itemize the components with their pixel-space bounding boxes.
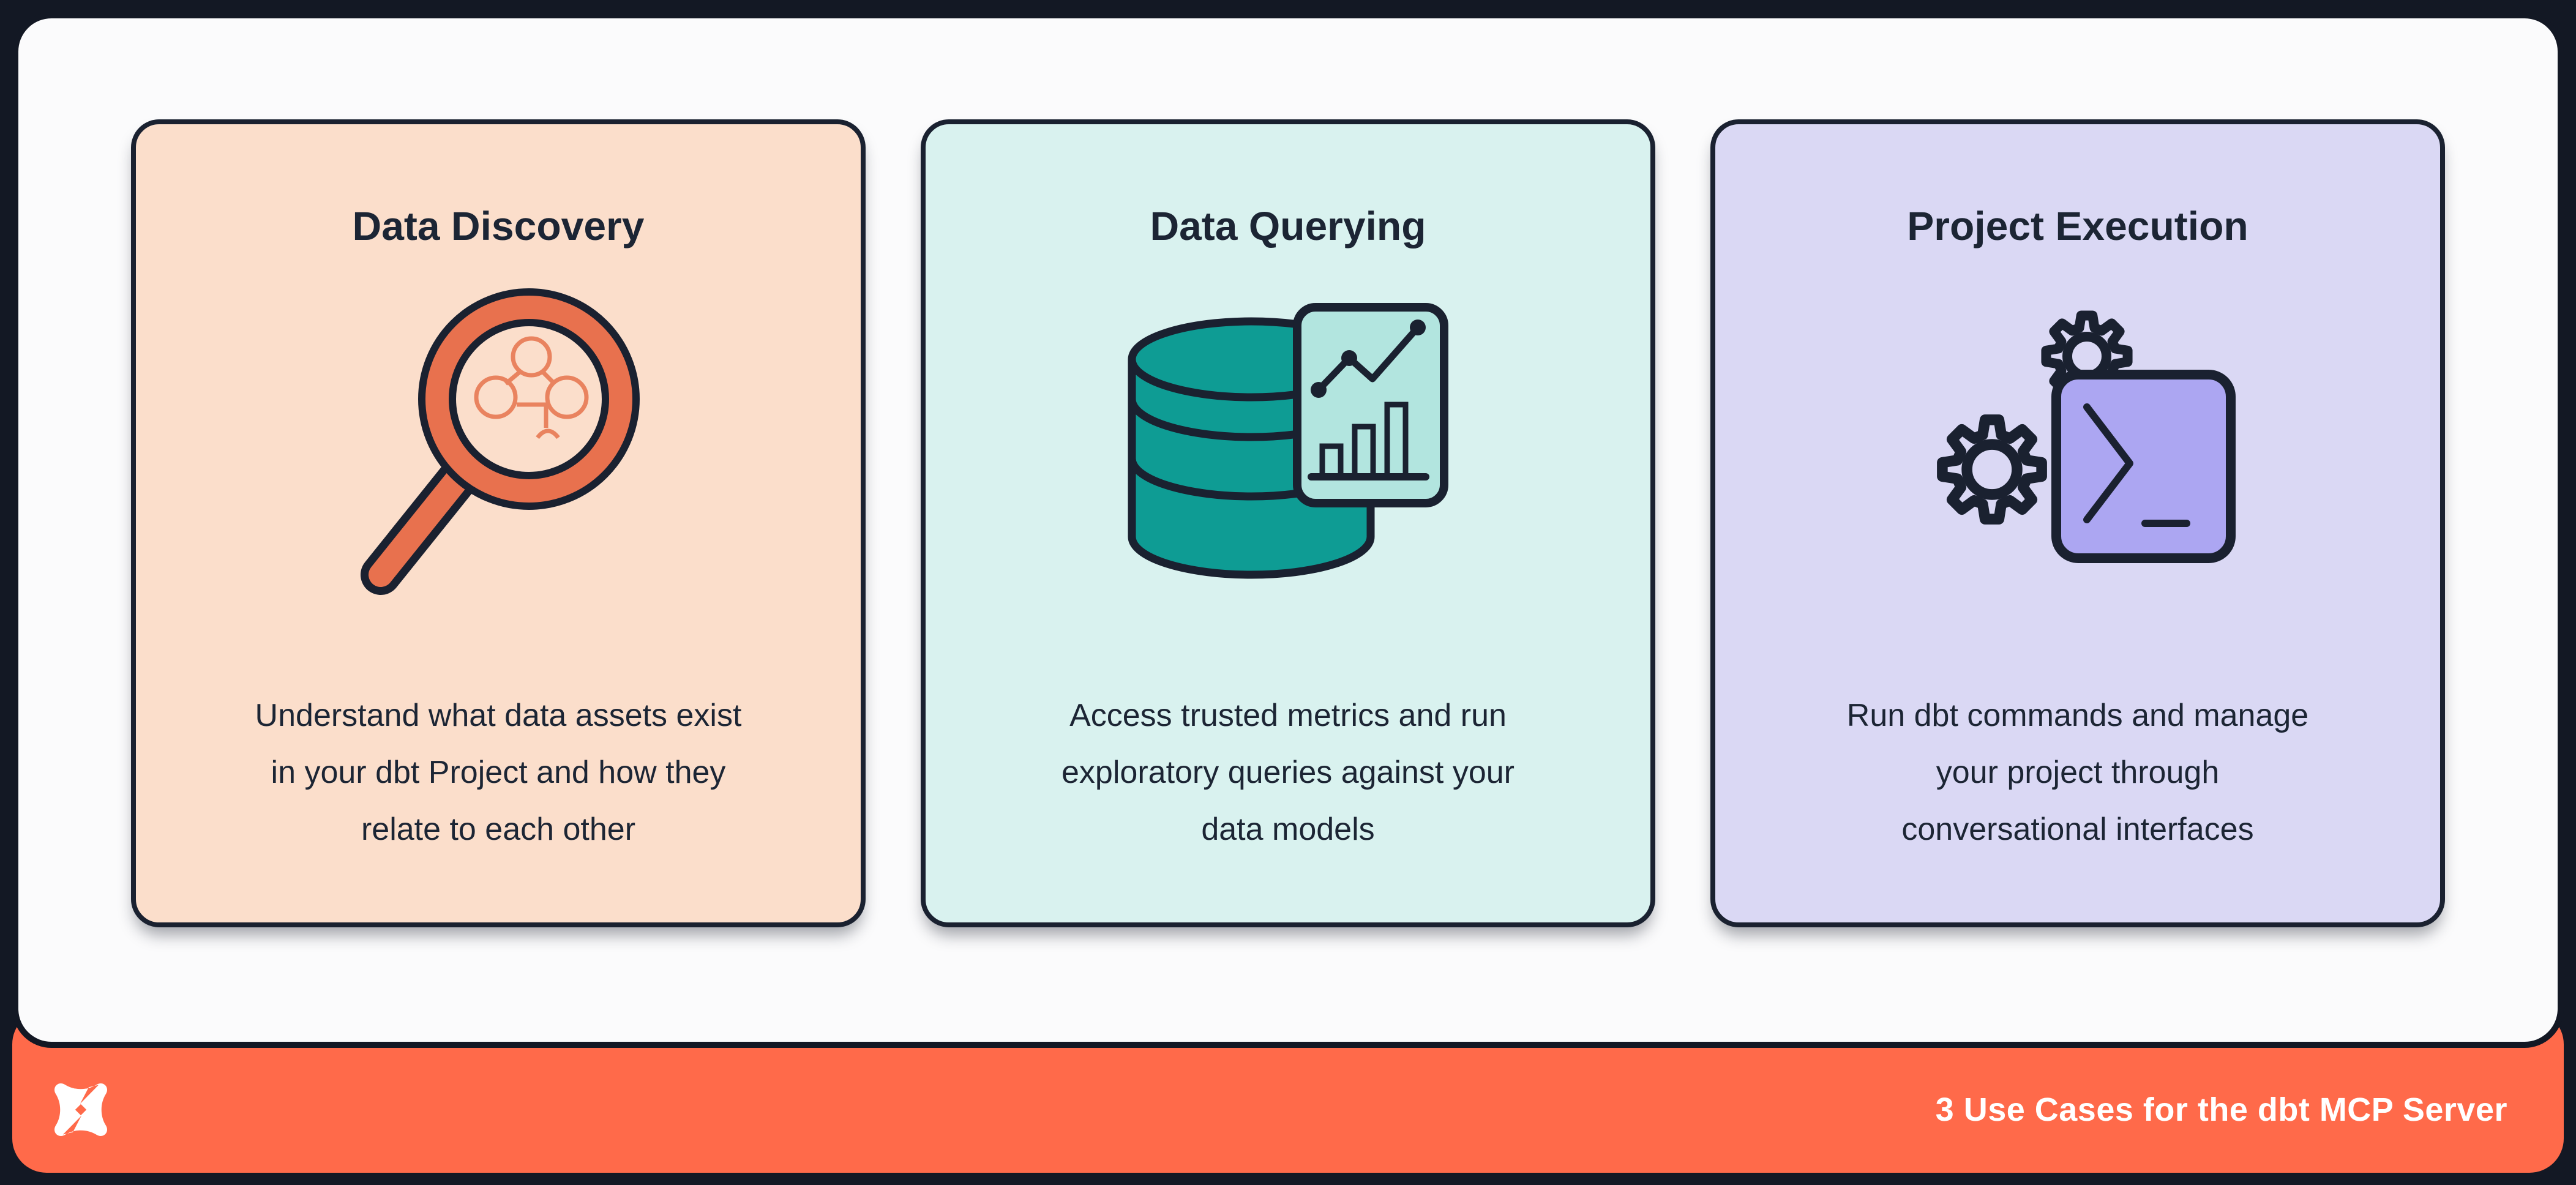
card-title: Project Execution (1907, 203, 2248, 249)
card-description: Run dbt commands and manage your project… (1804, 687, 2351, 858)
magnifying-glass-lineage-icon (327, 274, 670, 629)
card-title: Data Querying (1150, 203, 1426, 249)
card-project-execution: Project Execution (1710, 119, 2445, 927)
description-line: your project through (1936, 755, 2220, 790)
description-line: Run dbt commands and manage (1846, 698, 2309, 733)
footer-row: 3 Use Cases for the dbt MCP Server (12, 1047, 2564, 1173)
description-line: Understand what data assets exist (255, 698, 742, 733)
cards-row: Data Discovery (18, 119, 2558, 927)
description-line: exploratory queries against your (1061, 755, 1515, 790)
card-description: Access trusted metrics and run explorato… (1019, 687, 1557, 858)
description-line: conversational interfaces (1901, 812, 2254, 847)
card-title: Data Discovery (352, 203, 645, 249)
terminal-prompt-icon (2083, 403, 2190, 527)
main-panel: Data Discovery (12, 12, 2564, 1048)
description-line: data models (1201, 812, 1375, 847)
gear-icon (1937, 414, 2047, 525)
card-data-querying: Data Querying (921, 119, 1655, 927)
gears-terminal-icon (1906, 274, 2249, 629)
description-line: Access trusted metrics and run (1069, 698, 1507, 733)
footer-title: 3 Use Cases for the dbt MCP Server (1935, 1091, 2507, 1128)
dbt-logo-icon (54, 1083, 107, 1136)
description-line: relate to each other (361, 812, 636, 847)
description-line: in your dbt Project and how they (271, 755, 726, 790)
database-chart-icon (1117, 274, 1459, 629)
card-description: Understand what data assets exist in you… (212, 687, 785, 858)
card-data-discovery: Data Discovery (131, 119, 866, 927)
